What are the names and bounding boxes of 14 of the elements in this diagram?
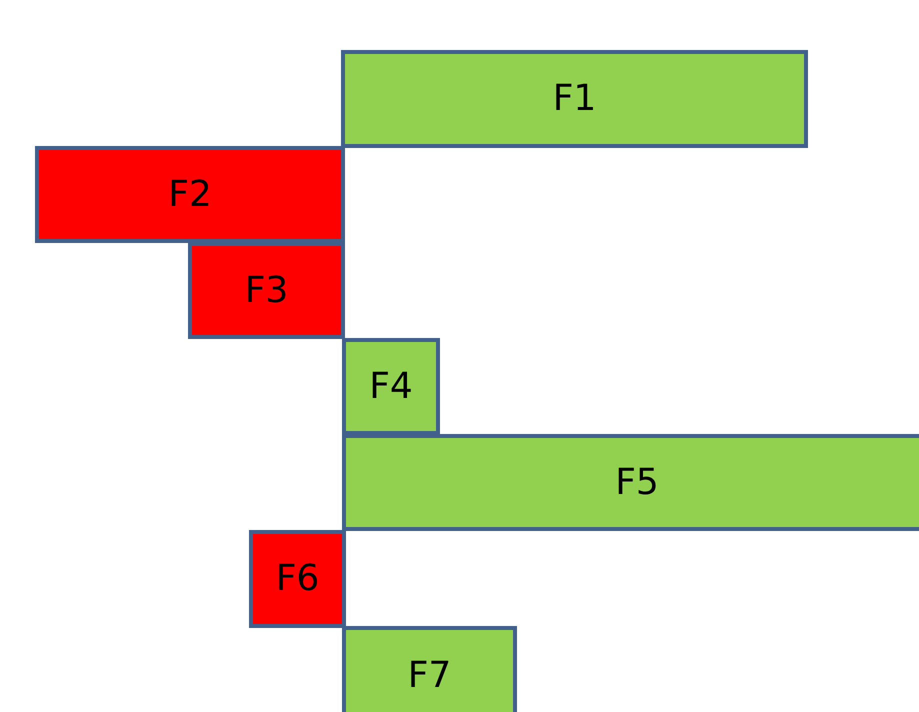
bar	[249, 530, 346, 628]
bar	[35, 146, 345, 243]
bar-label: F6	[276, 561, 320, 597]
bar	[342, 338, 440, 435]
bar-label: F3	[244, 272, 288, 308]
bar	[342, 434, 919, 531]
bar-label: F2	[168, 176, 212, 212]
bar-label: F1	[552, 81, 596, 117]
bar	[341, 50, 808, 148]
bar-label: F4	[369, 368, 413, 404]
bar-label: F7	[408, 658, 452, 694]
bar	[188, 242, 345, 339]
bar	[342, 626, 517, 712]
bar-label: F5	[615, 464, 659, 500]
